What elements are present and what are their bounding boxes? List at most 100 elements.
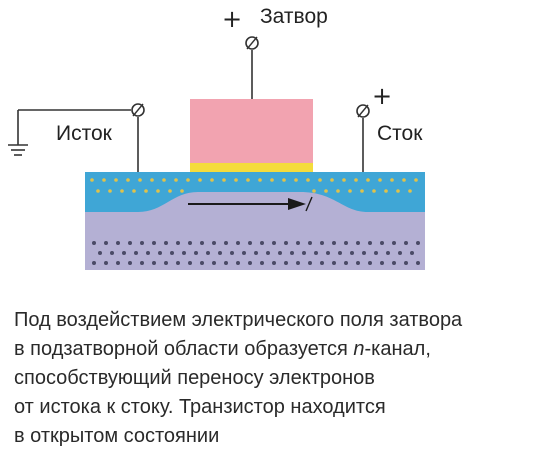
source-label: Исток (56, 122, 113, 145)
n-dot (396, 189, 400, 193)
n-region-dots (90, 178, 418, 193)
substrate-dot (128, 241, 132, 245)
n-dot (210, 178, 214, 182)
substrate-dot (182, 251, 186, 255)
substrate-dot (320, 261, 324, 265)
mosfet-diagram: + Затвор Исток + Сток (8, 5, 425, 270)
substrate-dot (272, 241, 276, 245)
substrate-dot (170, 251, 174, 255)
caption-line-5: в открытом состоянии (14, 425, 220, 447)
substrate-dot (380, 261, 384, 265)
n-dot (174, 178, 178, 182)
substrate-dot (356, 261, 360, 265)
n-dot (132, 189, 136, 193)
n-dot (180, 189, 184, 193)
substrate-dot (326, 251, 330, 255)
substrate-dot (260, 241, 264, 245)
substrate-dot (296, 241, 300, 245)
n-dot (126, 178, 130, 182)
substrate-dot (416, 241, 420, 245)
substrate-dot (116, 241, 120, 245)
n-dot (414, 178, 418, 182)
drain-label: Сток (377, 122, 423, 145)
substrate-dot (278, 251, 282, 255)
gate-label: Затвор (260, 5, 328, 28)
substrate-dot (146, 251, 150, 255)
substrate-dot (110, 251, 114, 255)
substrate-dot (206, 251, 210, 255)
substrate-dot (404, 261, 408, 265)
substrate-dot (92, 261, 96, 265)
gate-oxide (190, 163, 313, 172)
gate-sign: + (222, 5, 242, 33)
substrate-dots (92, 241, 420, 265)
substrate-dot (320, 241, 324, 245)
substrate-dot (356, 241, 360, 245)
substrate-dot (218, 251, 222, 255)
n-dot (294, 178, 298, 182)
substrate-dot (362, 251, 366, 255)
substrate-dot (368, 261, 372, 265)
n-dot (324, 189, 328, 193)
substrate-dot (260, 261, 264, 265)
caption-n-italic: n (353, 338, 365, 360)
n-dot (336, 189, 340, 193)
gate-electrode (190, 99, 313, 163)
n-dot (102, 178, 106, 182)
substrate-dot (236, 241, 240, 245)
substrate-dot (188, 241, 192, 245)
substrate-dot (248, 261, 252, 265)
substrate-dot (224, 241, 228, 245)
substrate-dot (122, 251, 126, 255)
substrate-dot (296, 261, 300, 265)
n-dot (408, 189, 412, 193)
n-dot (378, 178, 382, 182)
caption-line-2: в подзатворной области образуется n-кана… (14, 335, 538, 364)
substrate-dot (392, 261, 396, 265)
substrate-dot (404, 241, 408, 245)
n-dot (138, 178, 142, 182)
substrate-dot (98, 251, 102, 255)
n-dot (222, 178, 226, 182)
caption: Под воздействием электрического поля зат… (14, 306, 538, 451)
n-dot (90, 178, 94, 182)
n-dot (384, 189, 388, 193)
substrate-dot (368, 241, 372, 245)
n-dot (168, 189, 172, 193)
substrate-dot (158, 251, 162, 255)
caption-line-2-end: -канал, (364, 338, 431, 360)
substrate-dot (236, 261, 240, 265)
substrate-dot (266, 251, 270, 255)
n-dot (120, 189, 124, 193)
substrate-dot (242, 251, 246, 255)
n-dot (162, 178, 166, 182)
n-dot (360, 189, 364, 193)
substrate-dot (194, 251, 198, 255)
n-dot (108, 189, 112, 193)
n-dot (342, 178, 346, 182)
n-dot (234, 178, 238, 182)
drain-sign: + (372, 82, 392, 110)
n-dot (150, 178, 154, 182)
n-region (85, 172, 425, 212)
n-dot (312, 189, 316, 193)
substrate-dot (290, 251, 294, 255)
substrate-dot (308, 241, 312, 245)
substrate-dot (386, 251, 390, 255)
substrate-dot (344, 241, 348, 245)
substrate-dot (350, 251, 354, 255)
substrate-dot (200, 241, 204, 245)
caption-line-1: Под воздействием электрического поля зат… (14, 309, 463, 331)
n-dot (348, 189, 352, 193)
substrate-dot (302, 251, 306, 255)
n-dot (372, 189, 376, 193)
terminal-source-icon (131, 103, 145, 117)
terminal-drain-icon (356, 104, 370, 118)
substrate-dot (308, 261, 312, 265)
n-dot (186, 178, 190, 182)
n-dot (318, 178, 322, 182)
substrate-dot (248, 241, 252, 245)
substrate-dot (200, 261, 204, 265)
substrate-dot (176, 241, 180, 245)
caption-line-3: способствующий переносу электронов (14, 367, 375, 389)
